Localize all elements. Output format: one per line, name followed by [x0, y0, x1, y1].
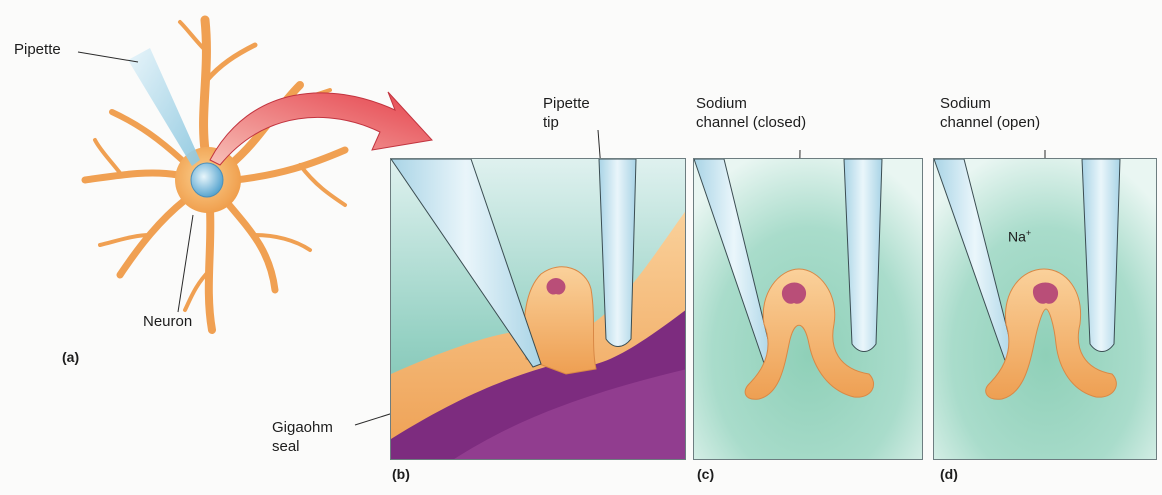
- pipette-label: Pipette: [14, 40, 61, 59]
- gigaohm-label-line2: seal: [272, 437, 333, 456]
- panel-c-channel-closed: [693, 158, 923, 460]
- pipette-tip-label: Pipette tip: [543, 94, 590, 132]
- panel-label-b: (b): [392, 466, 410, 482]
- panel-d-channel-open: [933, 158, 1157, 460]
- pipette-tip-label-line1: Pipette: [543, 94, 590, 113]
- sodium-open-label-line1: Sodium: [940, 94, 1040, 113]
- pipette-leader-line: [78, 52, 138, 62]
- panel-b-gigaohm-seal: [390, 158, 686, 460]
- panel-label-a: (a): [62, 349, 79, 365]
- gigaohm-seal-label: Gigaohm seal: [272, 418, 333, 456]
- panel-label-c: (c): [697, 466, 714, 482]
- neuron-label: Neuron: [143, 312, 192, 331]
- pipette-tip-label-line2: tip: [543, 113, 590, 132]
- sodium-ion-symbol: Na: [1008, 229, 1026, 245]
- sodium-channel-open-label: Sodium channel (open): [940, 94, 1040, 132]
- sodium-closed-label-line1: Sodium: [696, 94, 806, 113]
- sodium-channel-closed-label: Sodium channel (closed): [696, 94, 806, 132]
- sodium-closed-label-line2: channel (closed): [696, 113, 806, 132]
- gigaohm-label-line1: Gigaohm: [272, 418, 333, 437]
- sodium-ion-charge: +: [1026, 228, 1031, 238]
- sodium-ion-label: Na+: [1008, 224, 1031, 247]
- panel-label-d: (d): [940, 466, 958, 482]
- sodium-open-label-line2: channel (open): [940, 113, 1040, 132]
- neuron-nucleus: [191, 163, 223, 197]
